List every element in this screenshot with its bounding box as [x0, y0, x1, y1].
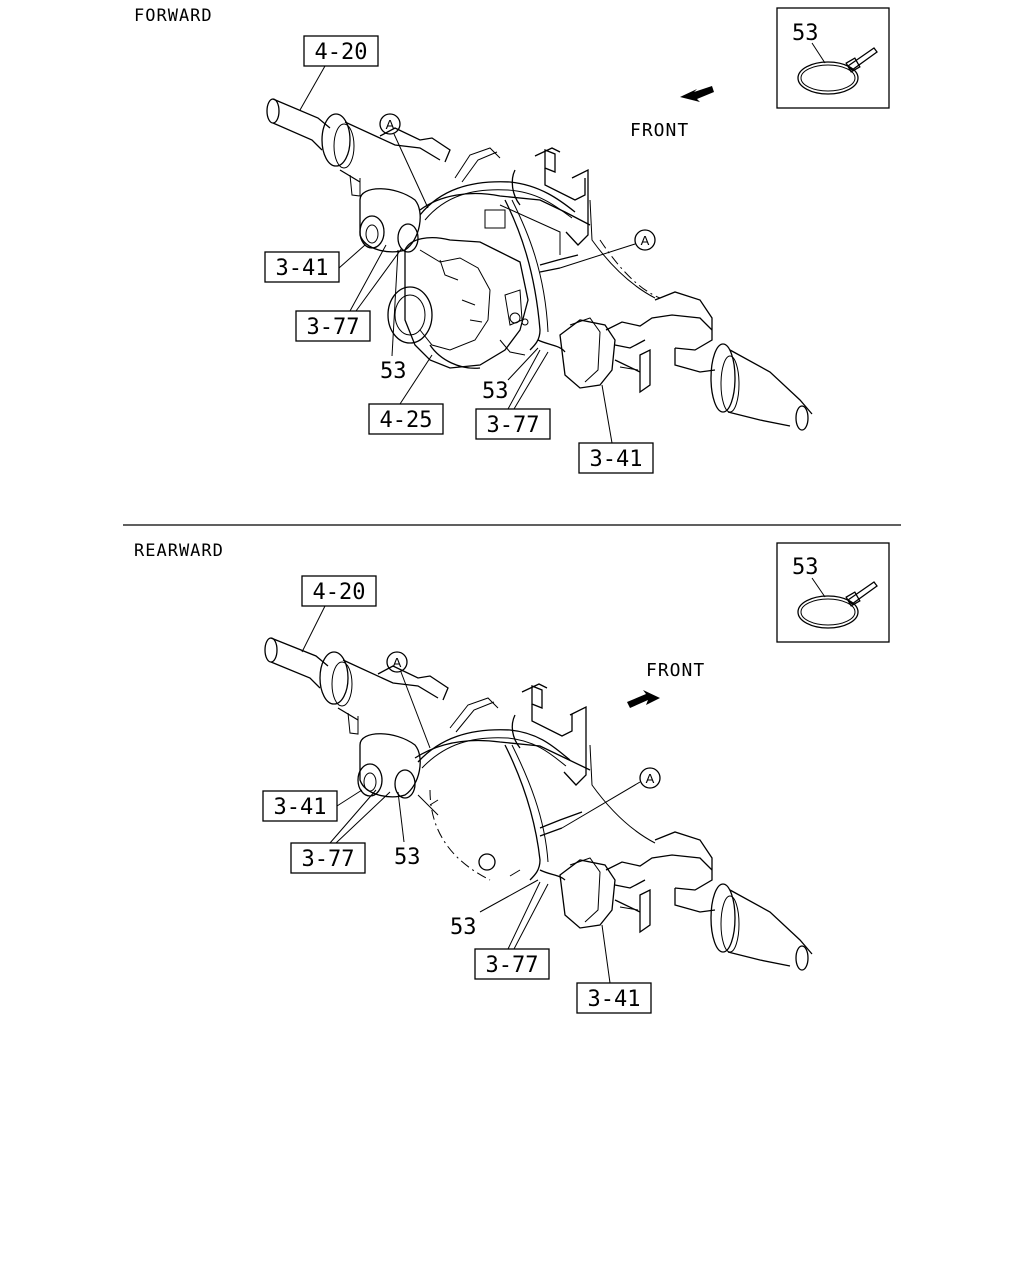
front-label: FRONT — [646, 660, 705, 681]
svg-text:A: A — [393, 655, 402, 670]
svg-text:3-41: 3-41 — [588, 987, 641, 1012]
svg-text:53: 53 — [450, 915, 477, 940]
svg-text:3-77: 3-77 — [486, 953, 539, 978]
svg-text:3-41: 3-41 — [276, 256, 329, 281]
svg-text:53: 53 — [380, 359, 407, 384]
callout-3-77-right: 3-77 — [475, 349, 551, 440]
callout-3-77-left: 3-77 — [295, 244, 403, 342]
callout-53-right: 53 — [482, 347, 539, 404]
hose-clamp-icon — [797, 42, 878, 95]
callout-3-41-right: 3-41 — [576, 924, 652, 1014]
front-indicator: FRONT — [627, 660, 705, 708]
hose-clamp-icon — [797, 577, 878, 629]
clamp-inset: 53 — [776, 542, 890, 643]
svg-text:4-25: 4-25 — [380, 408, 433, 433]
callout-3-41-left: 3-41 — [264, 244, 366, 283]
callout-3-77-right: 3-77 — [474, 881, 550, 980]
svg-text:A: A — [386, 117, 395, 132]
front-indicator: FRONT — [630, 86, 714, 141]
svg-text:53: 53 — [394, 845, 421, 870]
svg-text:A: A — [646, 771, 655, 786]
front-direction-arrow-icon — [680, 86, 714, 102]
callout-4-20: 4-20 — [301, 575, 377, 653]
reference-marker-a-2: A — [561, 767, 661, 829]
callout-3-77-left: 3-77 — [290, 789, 391, 874]
svg-text:4-20: 4-20 — [313, 580, 366, 605]
callout-53-left: 53 — [394, 791, 421, 870]
section-title: FORWARD — [134, 6, 213, 26]
axle-assembly-forward — [266, 98, 813, 431]
section-title: REARWARD — [134, 541, 224, 561]
callout-3-41-right: 3-41 — [578, 384, 654, 474]
svg-text:A: A — [641, 233, 650, 248]
svg-text:3-41: 3-41 — [590, 447, 643, 472]
inset-part-number: 53 — [792, 555, 819, 580]
callout-3-41-left: 3-41 — [262, 789, 363, 822]
svg-text:3-41: 3-41 — [274, 795, 327, 820]
clamp-inset: 53 — [776, 7, 890, 109]
inset-part-number: 53 — [792, 21, 819, 46]
callout-4-20: 4-20 — [299, 35, 379, 111]
reference-marker-a-1: A — [379, 113, 429, 209]
svg-text:3-77: 3-77 — [487, 413, 540, 438]
callout-4-25: 4-25 — [368, 354, 444, 435]
rearward-section: REARWARD 53 FRONT — [134, 541, 890, 1014]
svg-text:3-77: 3-77 — [302, 847, 355, 872]
front-label: FRONT — [630, 120, 689, 141]
svg-text:4-20: 4-20 — [315, 40, 368, 65]
svg-text:53: 53 — [482, 379, 509, 404]
axle-assembly-rearward — [264, 637, 813, 971]
callout-53-left: 53 — [380, 249, 407, 384]
reference-marker-a-2: A — [559, 229, 656, 269]
reference-marker-a-1: A — [386, 651, 431, 749]
forward-section: FORWARD 53 FRONT — [134, 6, 890, 474]
callout-53-right: 53 — [450, 879, 539, 940]
svg-text:3-77: 3-77 — [307, 315, 360, 340]
front-direction-arrow-icon — [627, 690, 660, 708]
